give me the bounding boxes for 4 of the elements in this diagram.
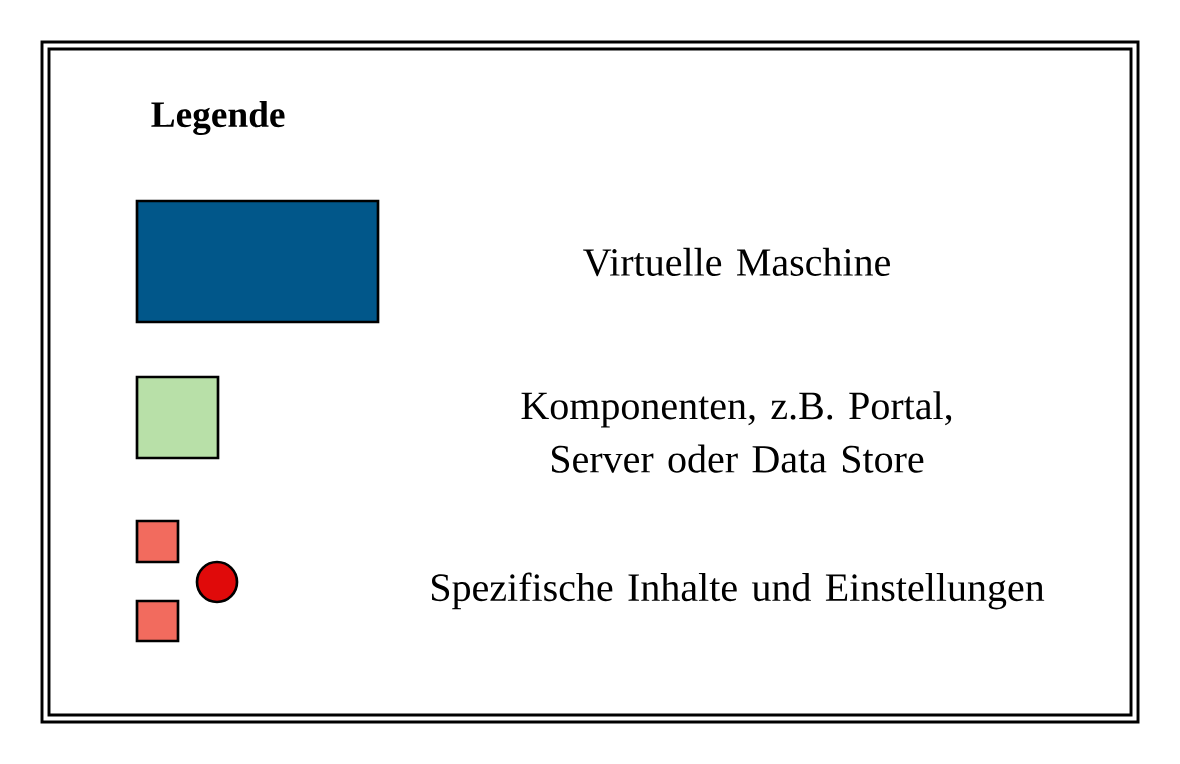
legend-text: Virtuelle Maschine	[583, 247, 890, 277]
legend-text: Komponenten, z.B. Portal, Server oder Data Store	[521, 391, 952, 473]
legend-text: Spezifische Inhalte und Einstellungen	[432, 572, 1045, 610]
legend-title: Legende	[151, 100, 285, 136]
